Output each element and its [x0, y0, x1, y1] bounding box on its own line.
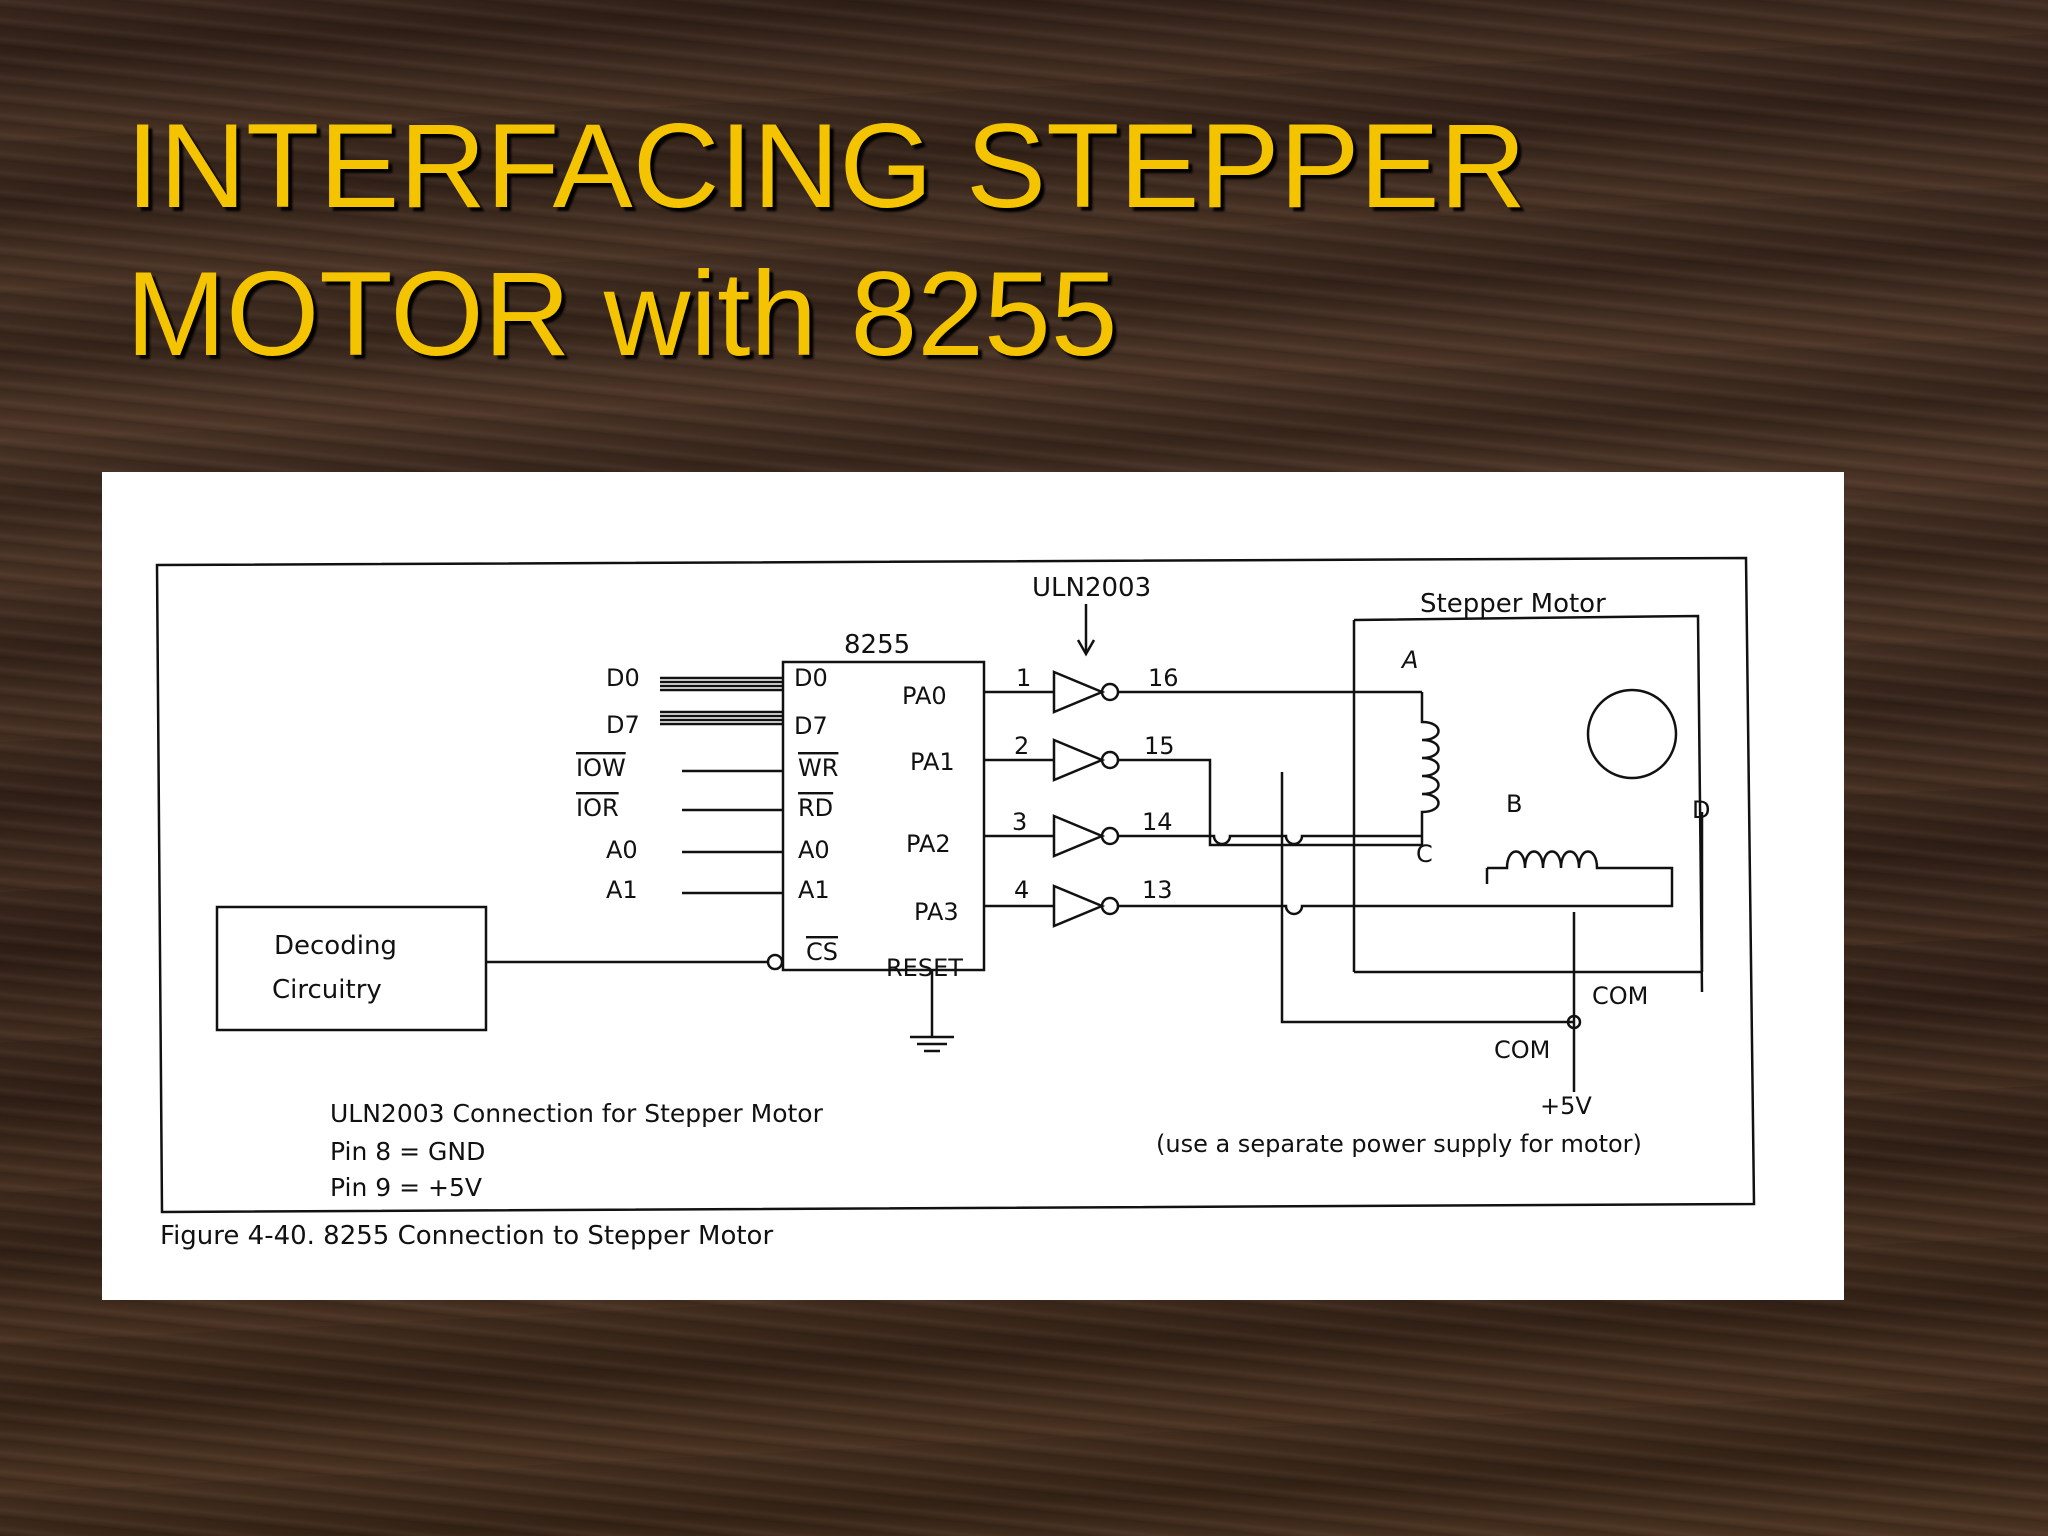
- figure-border: [155, 556, 1756, 1214]
- ppi-8255-label: 8255: [844, 630, 910, 660]
- pin-rd: RD: [798, 794, 833, 822]
- circuit-figure: ULN2003 Stepper Motor 8255 D0 D7 IOW IOR…: [102, 472, 1844, 1300]
- note-line-3: Pin 9 = +5V: [330, 1173, 482, 1202]
- note-line-1: ULN2003 Connection for Stepper Motor: [330, 1099, 824, 1128]
- bus-label-d0: D0: [606, 664, 640, 692]
- bus-label-iow: IOW: [576, 754, 626, 782]
- bus-label-a0: A0: [606, 836, 638, 864]
- vcc-label: +5V: [1540, 1092, 1592, 1120]
- psu-note: (use a separate power supply for motor): [1156, 1130, 1642, 1158]
- pin-pa1: PA1: [910, 748, 955, 776]
- uln-output-13: 13: [1142, 876, 1173, 904]
- buffer-3: [1052, 814, 1106, 858]
- uln-output-15: 15: [1144, 732, 1175, 760]
- uln-output-14: 14: [1142, 808, 1173, 836]
- stepper-motor-box: [1353, 614, 1704, 993]
- note-line-2: Pin 8 = GND: [330, 1137, 485, 1166]
- uln-input-3: 3: [1012, 808, 1027, 836]
- decoder-label-line1: Decoding: [274, 931, 397, 961]
- buffer-1: [1052, 670, 1106, 714]
- com-label-left: COM: [1494, 1036, 1550, 1064]
- pin-pa0: PA0: [902, 682, 947, 710]
- pin-pa2: PA2: [906, 830, 951, 858]
- ppi-8255-box: [781, 660, 986, 972]
- pin-d7: D7: [794, 712, 828, 740]
- uln2003-label: ULN2003: [1032, 573, 1151, 603]
- uln-input-1: 1: [1016, 664, 1031, 692]
- buffer-4: [1052, 884, 1106, 928]
- uln-input-4: 4: [1014, 876, 1029, 904]
- figure-caption: Figure 4-40. 8255 Connection to Stepper …: [160, 1221, 773, 1251]
- pin-a1: A1: [798, 876, 830, 904]
- coil-bd: [1352, 850, 1674, 908]
- bus-label-d7: D7: [606, 711, 640, 739]
- pin-d0: D0: [794, 664, 828, 692]
- circuit-diagram: ULN2003 Stepper Motor 8255 D0 D7 IOW IOR…: [155, 556, 1756, 1251]
- stepper-motor-label: Stepper Motor: [1420, 589, 1606, 619]
- coil-label-a: A: [1400, 646, 1418, 674]
- pin-pa3: PA3: [914, 898, 959, 926]
- decoder-label-line2: Circuitry: [272, 975, 382, 1005]
- bus-label-a1: A1: [606, 876, 638, 904]
- pin-wr: WR: [798, 754, 838, 782]
- pin-cs: CS: [806, 938, 838, 966]
- motor-rotor: [1586, 688, 1678, 780]
- uln-output-16: 16: [1148, 664, 1179, 692]
- com-label-right: COM: [1592, 982, 1648, 1010]
- pin-a0: A0: [798, 836, 830, 864]
- uln-input-2: 2: [1014, 732, 1029, 760]
- coil-label-c: C: [1416, 840, 1433, 868]
- slide-title: INTERFACING STEPPER MOTOR with 8255: [126, 99, 1527, 381]
- decoding-circuitry-box: [215, 905, 488, 1032]
- coil-ac: [1420, 692, 1440, 845]
- coil-label-b: B: [1506, 790, 1522, 818]
- bus-label-ior: IOR: [576, 794, 619, 822]
- buffer-2: [1052, 738, 1106, 782]
- pin-reset: RESET: [886, 954, 963, 982]
- coil-label-d: D: [1692, 796, 1710, 824]
